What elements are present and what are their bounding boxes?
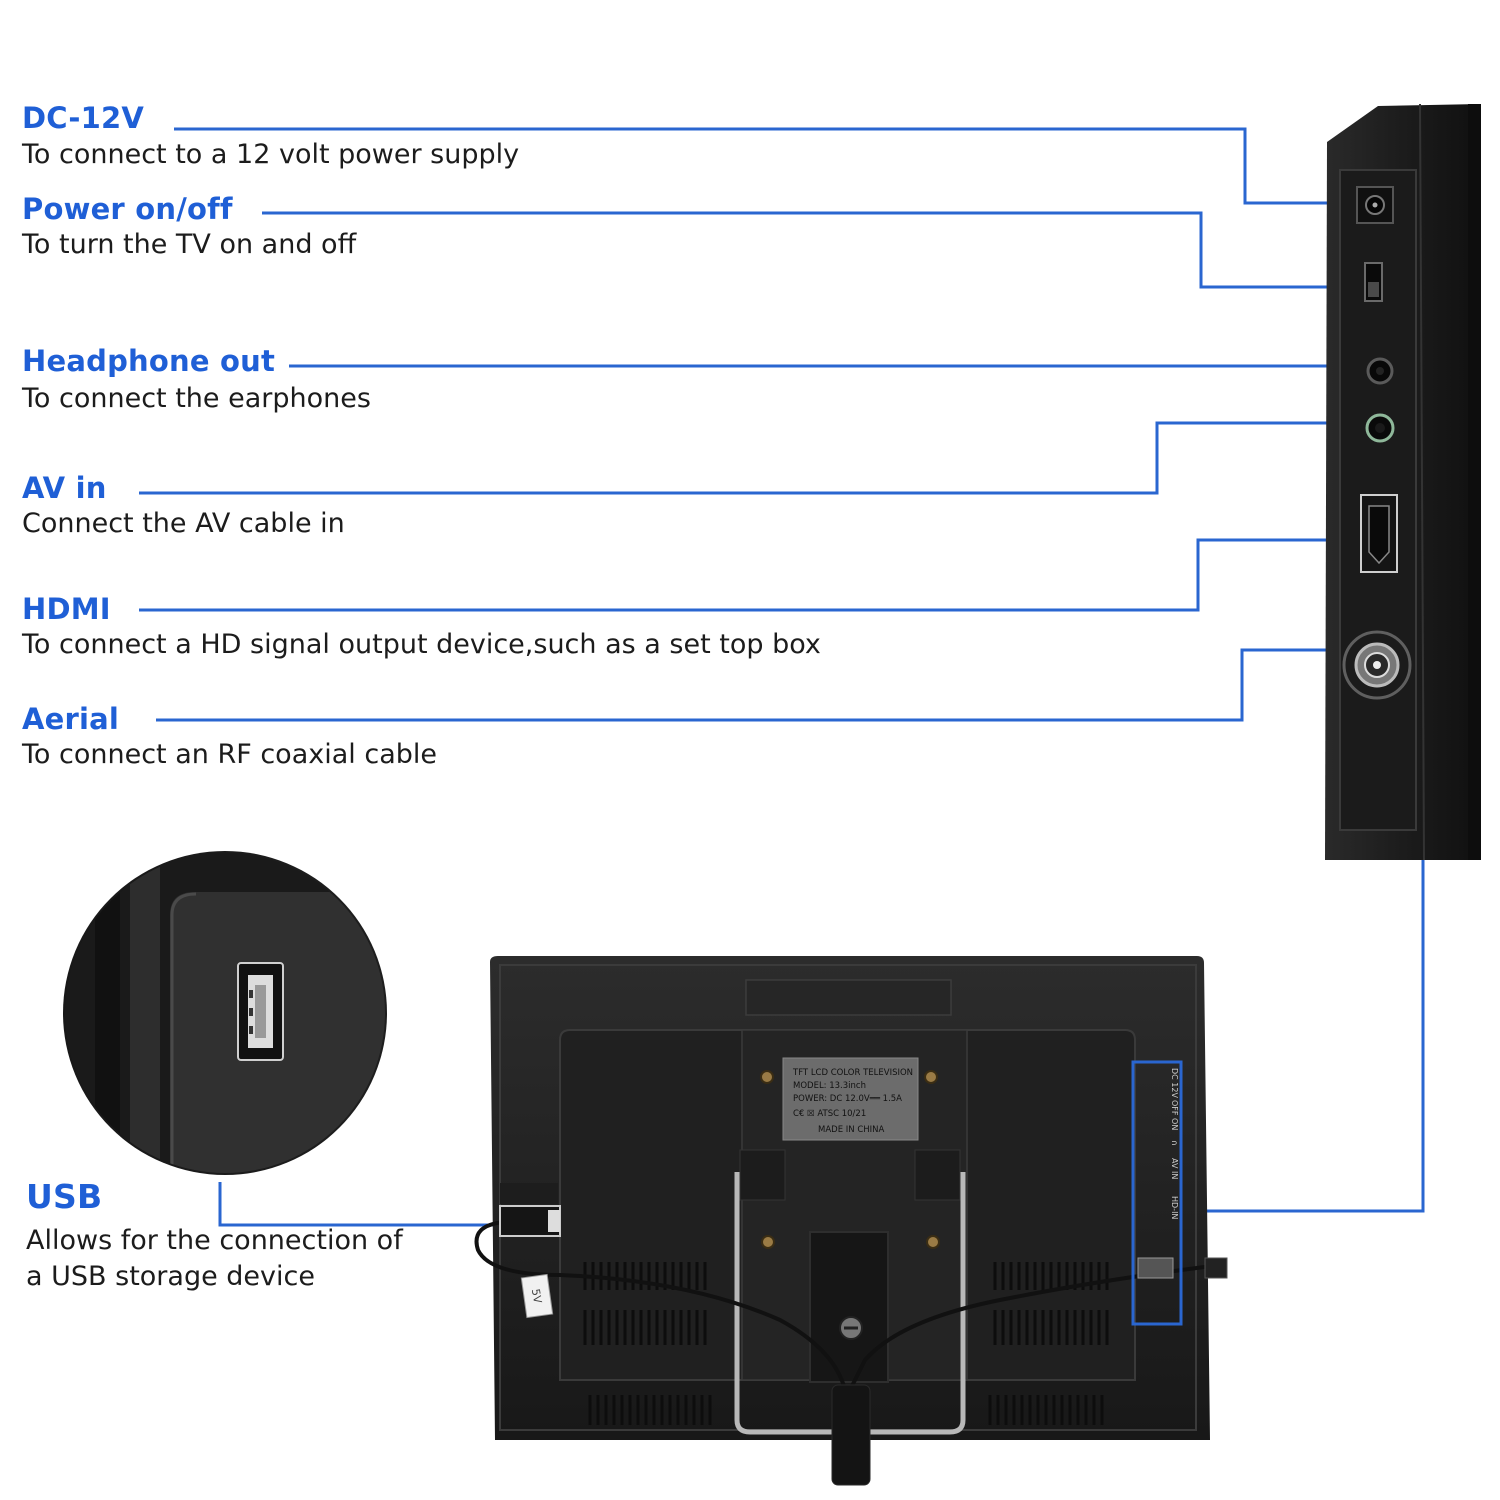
callout-title: Aerial bbox=[22, 702, 120, 736]
leader-line-usb bbox=[218, 1182, 505, 1227]
callout-desc: To turn the TV on and off bbox=[22, 229, 357, 260]
callout-desc: Connect the AV cable in bbox=[22, 508, 345, 539]
headphone-jack-icon bbox=[1366, 357, 1394, 385]
cable-tag-label: 5V bbox=[529, 1288, 544, 1305]
tv-side-view bbox=[1325, 103, 1481, 861]
callout-desc: a USB storage device bbox=[26, 1261, 315, 1292]
usb-zoom-view bbox=[63, 851, 387, 1175]
callout-desc: Allows for the connection of bbox=[26, 1225, 403, 1256]
power-switch-icon bbox=[1364, 262, 1383, 302]
callout-title: USB bbox=[26, 1177, 103, 1216]
port-label: HD-IN bbox=[1170, 1196, 1179, 1219]
spec-line: C€ ☒ ATSC 10/21 bbox=[793, 1109, 866, 1119]
callout-desc: To connect to a 12 volt power supply bbox=[22, 139, 520, 170]
usb-plug-icon bbox=[499, 1183, 561, 1237]
screw-icons bbox=[760, 1070, 940, 1249]
av-in-jack-icon bbox=[1365, 413, 1395, 443]
hdmi-port-icon bbox=[1360, 494, 1398, 573]
callout-title: Power on/off bbox=[22, 192, 233, 226]
callout-desc: To connect a HD signal output device,suc… bbox=[22, 629, 821, 660]
tv-back-view: 5V DC 12V OFF ON ∩ AV IN HD-IN TFT LCD C… bbox=[474, 956, 1228, 1486]
callout-title: AV in bbox=[22, 471, 107, 505]
callout-title: DC-12V bbox=[22, 101, 145, 135]
side-port-labels: DC 12V OFF ON ∩ AV IN HD-IN bbox=[1170, 1068, 1179, 1219]
callout-title: HDMI bbox=[22, 592, 111, 626]
spec-line: TFT LCD COLOR TELEVISION bbox=[792, 1068, 913, 1078]
leader-line-av-in bbox=[139, 421, 1362, 495]
leader-line-side-to-back bbox=[1180, 860, 1425, 1213]
usb-port-icon bbox=[237, 962, 284, 1061]
aerial-connector-icon bbox=[1342, 630, 1412, 700]
callout-title: Headphone out bbox=[22, 344, 276, 378]
leader-line-aerial bbox=[156, 648, 1343, 722]
leader-line-power bbox=[262, 211, 1362, 289]
port-label: AV IN bbox=[1170, 1158, 1179, 1179]
spec-label: TFT LCD COLOR TELEVISION MODEL: 13.3inch… bbox=[782, 1057, 919, 1141]
spec-line: POWER: DC 12.0V══ 1.5A bbox=[793, 1094, 902, 1104]
spec-line: MODEL: 13.3inch bbox=[793, 1081, 866, 1091]
leader-lines bbox=[139, 127, 1425, 1227]
callout-desc: To connect the earphones bbox=[22, 383, 371, 414]
leader-line-hdmi bbox=[139, 538, 1357, 612]
spec-line: MADE IN CHINA bbox=[818, 1125, 885, 1135]
cable-tag: 5V bbox=[520, 1273, 554, 1319]
leader-line-dc12v bbox=[174, 127, 1357, 205]
port-label: DC 12V bbox=[1170, 1068, 1179, 1098]
dc-jack-icon bbox=[1356, 186, 1394, 224]
callout-desc: To connect an RF coaxial cable bbox=[22, 739, 437, 770]
port-label: ∩ bbox=[1170, 1140, 1179, 1146]
port-label: OFF ON bbox=[1170, 1100, 1179, 1130]
